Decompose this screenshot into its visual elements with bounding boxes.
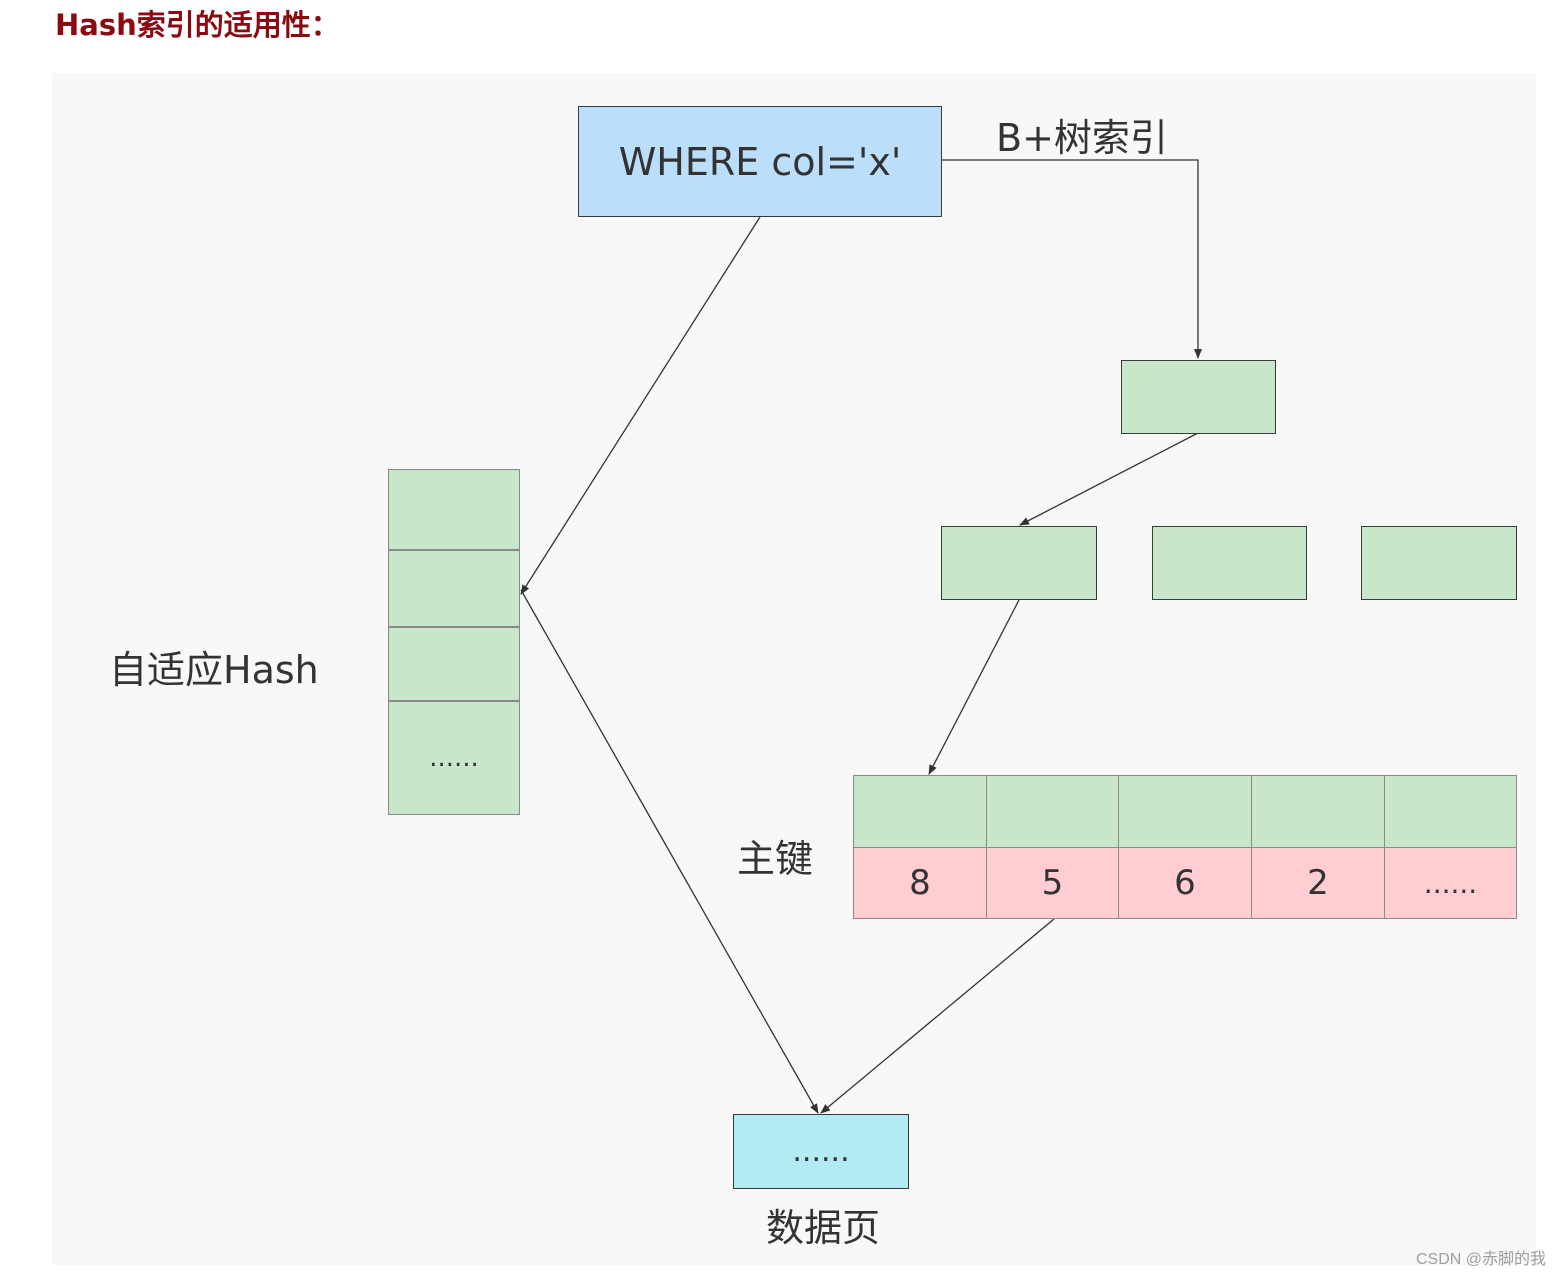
data-page-label: 数据页	[766, 1206, 881, 1250]
hash-bucket	[388, 469, 520, 550]
diagram-canvas: WHERE col='x' B+树索引 ...... 自适应Hash 8 5 6…	[52, 73, 1536, 1265]
connector-lines	[520, 159, 1202, 1114]
btree-child-node-1	[941, 526, 1097, 600]
adaptive-hash-label: 自适应Hash	[109, 648, 319, 692]
btree-index-label: B+树索引	[996, 116, 1168, 160]
hash-bucket	[388, 627, 520, 701]
csdn-watermark: CSDN @赤脚的我	[1415, 1251, 1546, 1268]
pk-header-cell	[1118, 775, 1252, 848]
pk-value-cell-more: ......	[1384, 847, 1517, 919]
pk-header-cell	[986, 775, 1119, 848]
pk-value-cell: 8	[853, 847, 987, 919]
arrow-child-to-keys	[928, 599, 1020, 775]
pk-value-cell: 2	[1251, 847, 1385, 919]
hash-bucket	[388, 550, 520, 627]
btree-child-node-2	[1152, 526, 1307, 600]
section-heading: Hash索引的适用性：	[55, 8, 340, 42]
pk-header-cell	[853, 775, 987, 848]
btree-child-node-3	[1361, 526, 1517, 600]
arrow-hash-to-page	[520, 589, 819, 1114]
primary-key-label: 主键	[737, 837, 814, 881]
arrow-root-to-child	[1019, 432, 1199, 526]
data-page-box: ......	[733, 1114, 909, 1189]
pk-header-cell	[1384, 775, 1517, 848]
pk-value-cell: 6	[1118, 847, 1252, 919]
arrow-query-to-root	[942, 159, 1202, 359]
where-clause-box: WHERE col='x'	[578, 106, 942, 217]
arrow-key-to-page	[820, 918, 1055, 1114]
pk-header-cell	[1251, 775, 1385, 848]
pk-value-cell: 5	[986, 847, 1119, 919]
hash-bucket-more: ......	[388, 701, 520, 815]
arrow-query-to-hash	[520, 216, 761, 595]
btree-root-node	[1121, 360, 1276, 434]
